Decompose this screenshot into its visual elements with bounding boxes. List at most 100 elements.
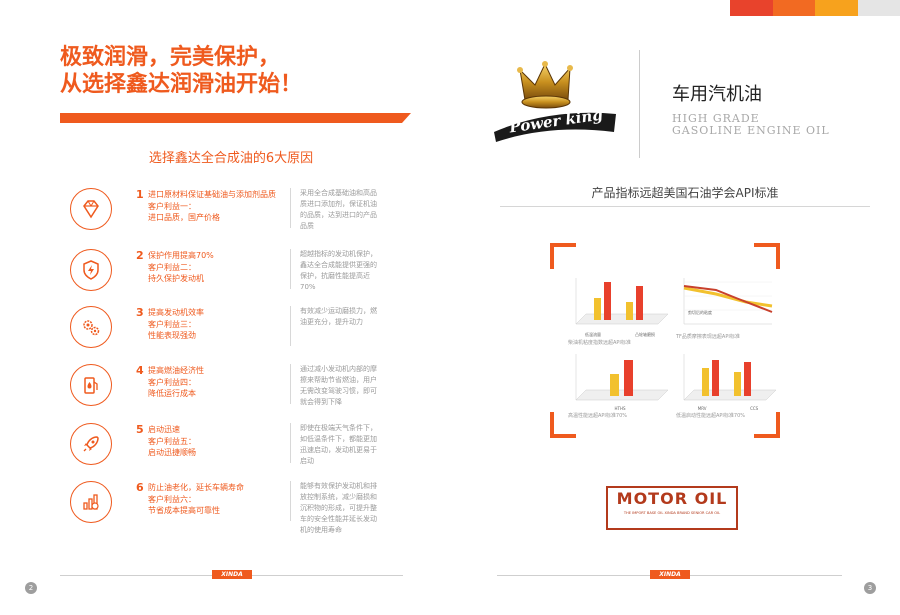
- reason-text: 保护作用提高70% 客户利益二： 持久保护发动机: [148, 250, 283, 285]
- reason-line: 提高燃油经济性: [148, 366, 204, 375]
- headline-line2: 从选择鑫达润滑油开始！: [60, 72, 303, 97]
- reason-line: 持久保护发动机: [148, 274, 204, 283]
- chart-label: 凸轮轴磨损: [635, 332, 655, 337]
- reason-line: 进口原材料保证基础油与添加剂品质: [148, 190, 276, 199]
- reason-text: 提高燃油经济性 客户利益四： 降低运行成本: [148, 365, 283, 400]
- standard-underline: [500, 206, 870, 207]
- reason-line: 客户利益五：: [148, 436, 196, 446]
- product-title-en-line1: HIGH GRADE: [672, 112, 760, 125]
- chart-labels: MRV CCS: [676, 406, 780, 411]
- reason-line: 降低运行成本: [148, 389, 196, 398]
- divider: [290, 423, 291, 463]
- reason-text: 启动迅速 客户利益五： 启动迅捷顺畅: [148, 424, 283, 459]
- motor-oil-subtitle: THE IMPORT BASE OIL XINDA BRAND SENIOR C…: [623, 511, 721, 515]
- reason-number: 4: [136, 364, 144, 377]
- reason-item-4: 4 提高燃油经济性 客户利益四： 降低运行成本 通过减小发动机内部的摩擦来帮助节…: [70, 364, 410, 422]
- product-title-en: HIGH GRADE GASOLINE ENGINE OIL: [672, 113, 830, 137]
- motor-oil-title: MOTOR OIL: [616, 489, 728, 508]
- chart-label: MRV: [697, 406, 707, 411]
- reason-item-3: 3 提高发动机效率 客户利益三： 性能表现强劲 有效减少运动磨损力，燃油更充分，…: [70, 306, 410, 364]
- reason-line: 客户利益二：: [148, 262, 196, 272]
- reason-text: 防止油老化，延长车辆寿命 客户利益六： 节省成本提高可靠性: [148, 482, 283, 517]
- reason-line: 性能表现强劲: [148, 331, 196, 340]
- product-title-cn: 车用汽机油: [672, 84, 762, 105]
- power-king-logo: Power king: [490, 60, 620, 148]
- right-footer-logo: XINDA: [650, 570, 690, 579]
- bar-chart-icon: [70, 481, 112, 523]
- reason-line: 启动迅捷顺畅: [148, 448, 196, 457]
- orange-divider-bar: [60, 113, 411, 123]
- reason-number: 3: [136, 306, 144, 319]
- chart-low-temp: MRV CCS 低温启动性能远超API标准70%: [676, 350, 780, 420]
- reason-description: 有效减少运动磨损力，燃油更充分，提升动力: [300, 307, 377, 326]
- divider: [290, 188, 291, 228]
- reason-line: 防止油老化，延长车辆寿命: [148, 483, 244, 492]
- reason-item-6: 6 防止油老化，延长车辆寿命 客户利益六： 节省成本提高可靠性 能够有效保护发动…: [70, 481, 410, 539]
- reason-description: 能够有效保护发动机和排放控制系统，减少磨损和沉积物的形成，可提升整车的安全性能并…: [300, 482, 377, 534]
- divider: [290, 249, 291, 289]
- reason-item-2: 2 保护作用提高70% 客户利益二： 持久保护发动机 超越指标的发动机保护，鑫达…: [70, 249, 410, 307]
- divider: [290, 364, 291, 404]
- page-number-left: 2: [25, 582, 37, 594]
- chart-viscosity: 低温流量 凸轮轴磨损 柴油机粘度指数远超API标准: [568, 272, 672, 347]
- fuel-icon: [70, 364, 112, 406]
- reason-text: 提高发动机效率 客户利益三： 性能表现强劲: [148, 307, 283, 342]
- chart-hths: HTHS 高温性能远超API标准70%: [568, 350, 672, 420]
- chart-labels: 低温流量 凸轮轴磨损: [568, 332, 672, 338]
- chart-label: 剪切后的粘度: [688, 310, 712, 315]
- reason-description: 采用全合成基础油和高品质进口添加剂，保证机油的品质，达到进口的产品品质: [300, 189, 377, 230]
- reason-number: 2: [136, 249, 144, 262]
- chart-caption: 低温启动性能远超API标准70%: [676, 413, 746, 419]
- diamond-icon: [70, 188, 112, 230]
- chart-caption: TF品质摩擦表现远超API标准: [676, 334, 740, 340]
- stripe-orange: [772, 0, 815, 16]
- reason-number: 1: [136, 188, 144, 201]
- chart-caption: 柴油机粘度指数远超API标准: [568, 340, 631, 346]
- page-number-right: 3: [864, 582, 876, 594]
- reason-item-5: 5 启动迅速 客户利益五： 启动迅捷顺畅 即使在极端天气条件下，如低温条件下，都…: [70, 423, 410, 481]
- motor-oil-badge: MOTOR OIL THE IMPORT BASE OIL XINDA BRAN…: [606, 486, 738, 530]
- headline: 极致润滑，完美保护， 从选择鑫达润滑油开始！: [60, 44, 420, 98]
- reason-description: 即使在极端天气条件下，如低温条件下，都能更加迅速启动，发动机更易于启动: [300, 424, 377, 465]
- frame-corner-tr: [754, 243, 780, 269]
- reason-line: 客户利益三：: [148, 319, 196, 329]
- reason-description: 通过减小发动机内部的摩擦来帮助节省燃油，用户无需改变驾驶习惯，即可就会得到下降: [300, 365, 377, 406]
- reason-line: 进口品质，国产价格: [148, 213, 220, 222]
- divider: [290, 306, 291, 346]
- chart-graphic: [683, 278, 773, 325]
- stripe-red: [730, 0, 773, 16]
- frame-corner-tl: [550, 243, 576, 269]
- api-standard-heading: 产品指标远超美国石油学会API标准: [591, 186, 779, 200]
- headline-line1: 极致润滑，完美保护，: [60, 45, 281, 70]
- chart-graphic: [575, 354, 669, 401]
- chart-label: CCS: [750, 406, 759, 411]
- frame-corner-bl: [550, 412, 576, 438]
- reason-line: 节省成本提高可靠性: [148, 506, 220, 515]
- stripe-yellow: [815, 0, 858, 16]
- reason-description: 超越指标的发动机保护，鑫达全合成能提供更强的保护，抗磨性能提高近70%: [300, 250, 377, 291]
- reason-line: 启动迅速: [148, 425, 180, 434]
- chart-graphic: [575, 278, 669, 325]
- reason-line: 客户利益六：: [148, 494, 196, 504]
- reason-number: 6: [136, 481, 144, 494]
- reason-line: 保护作用提高70%: [148, 251, 214, 260]
- product-title-en-line2: GASOLINE ENGINE OIL: [672, 124, 830, 137]
- left-footer-logo: XINDA: [212, 570, 252, 579]
- reason-number: 5: [136, 423, 144, 436]
- reason-item-1: 1 进口原材料保证基础油与添加剂品质 客户利益一： 进口品质，国产价格 采用全合…: [70, 188, 410, 246]
- chart-label: HTHS: [614, 406, 626, 411]
- chart-graphic: [683, 354, 777, 401]
- top-color-stripes: [730, 0, 900, 16]
- chart-caption: 高温性能远超API标准70%: [568, 413, 628, 419]
- reason-text: 进口原材料保证基础油与添加剂品质 客户利益一： 进口品质，国产价格: [148, 189, 283, 224]
- chart-label: 低温流量: [585, 332, 601, 337]
- stripe-gray: [857, 0, 900, 16]
- shield-icon: [70, 249, 112, 291]
- rocket-icon: [70, 423, 112, 465]
- frame-corner-br: [754, 412, 780, 438]
- header-divider: [639, 50, 640, 158]
- reason-line: 客户利益一：: [148, 201, 196, 211]
- gears-icon: [70, 306, 112, 348]
- divider: [290, 481, 291, 521]
- reason-line: 提高发动机效率: [148, 308, 204, 317]
